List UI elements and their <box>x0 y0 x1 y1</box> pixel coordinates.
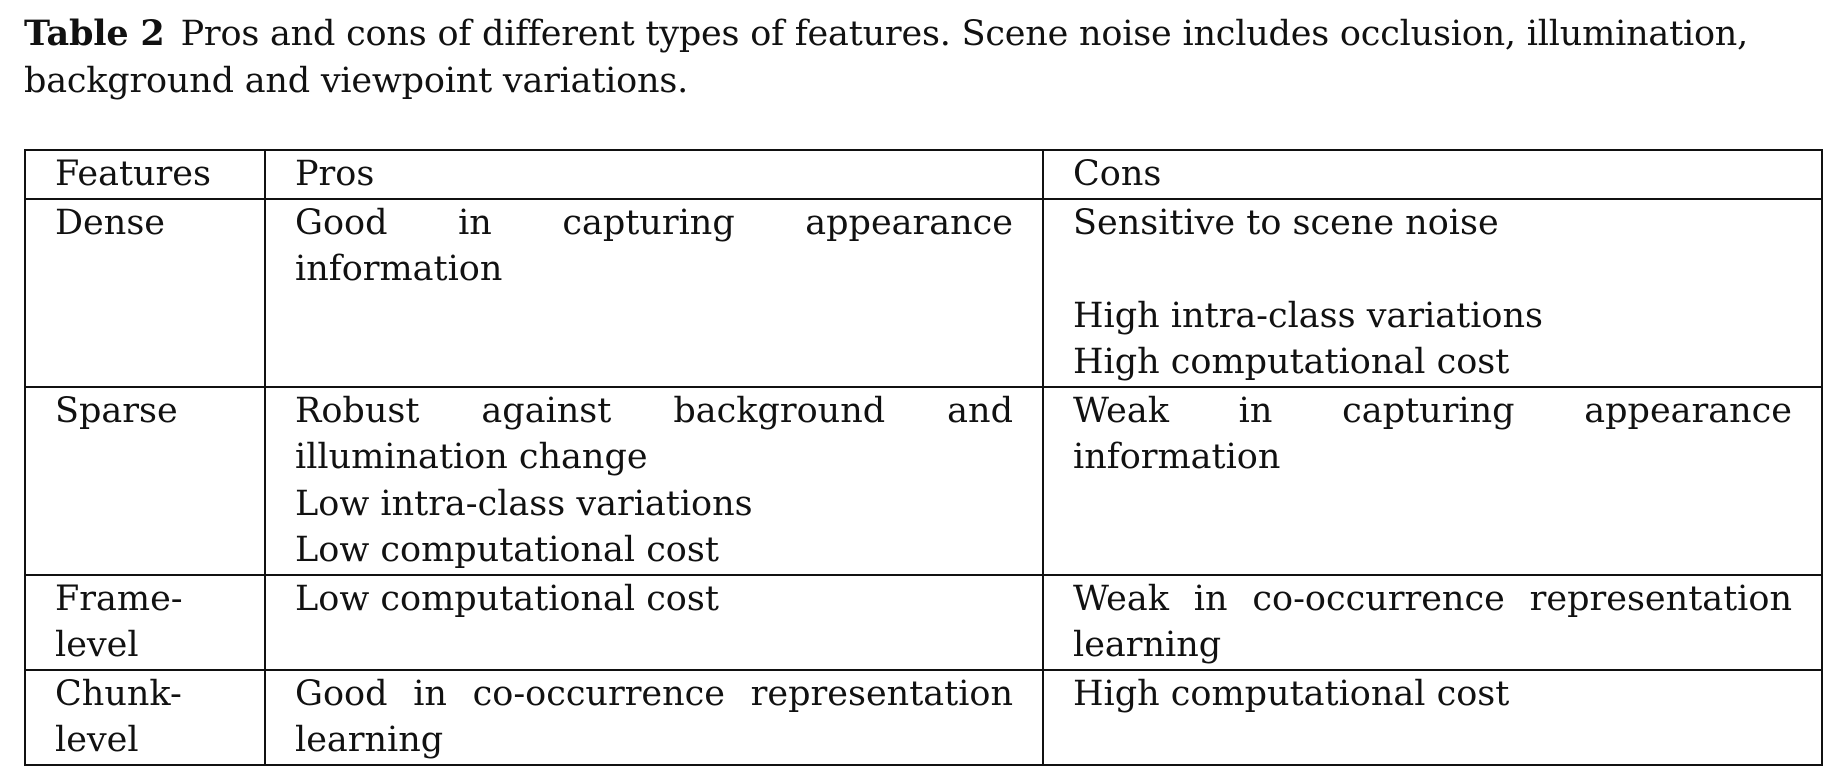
cons-item: Sensitive to scene noise <box>1073 202 1499 243</box>
pros-item: Low intra-class variations <box>295 483 753 524</box>
pros-cell: Robust against background and illuminati… <box>264 385 1044 576</box>
table-row: Sparse Robust against background and ill… <box>24 385 1823 576</box>
table-row: Dense Good in capturing appearance infor… <box>24 197 1823 388</box>
table-row: Chunk-level Good in co-occurrence repres… <box>24 668 1823 766</box>
table-label: Table 2 <box>24 13 165 54</box>
cons-cell: Weak in co-occurrence representation lea… <box>1042 573 1823 671</box>
feature-cell: Frame-level <box>24 573 266 671</box>
cell-spacer <box>1073 246 1792 293</box>
cons-cell: High computational cost <box>1042 668 1823 766</box>
pros-cell: Low computational cost <box>264 573 1044 671</box>
cons-item: Weak in co-occurrence representation lea… <box>1073 578 1792 666</box>
table-row: Frame-level Low computational cost Weak … <box>24 573 1823 671</box>
caption-text: Pros and cons of different types of feat… <box>24 14 1749 101</box>
header-cons: Cons <box>1042 149 1823 200</box>
header-pros: Pros <box>264 149 1044 200</box>
cons-item: Weak in capturing appearance information <box>1073 390 1792 478</box>
cons-cell: Sensitive to scene noise High intra-clas… <box>1042 197 1823 388</box>
pros-item: Low computational cost <box>295 578 719 619</box>
features-table: Features Pros Cons Dense Good in capturi… <box>24 149 1823 766</box>
cons-item: High computational cost <box>1073 342 1510 382</box>
cons-item: High computational cost <box>1073 673 1510 714</box>
pros-item: Robust against background and illuminati… <box>295 390 1013 478</box>
header-row: Features Pros Cons <box>24 149 1823 200</box>
feature-cell: Sparse <box>24 385 266 576</box>
header-features: Features <box>24 149 266 200</box>
feature-cell: Chunk-level <box>24 668 266 766</box>
pros-item: Low computational cost <box>295 530 719 570</box>
cons-item: High intra-class variations <box>1073 295 1543 336</box>
cons-cell: Weak in capturing appearance information <box>1042 385 1823 576</box>
pros-cell: Good in capturing appearance information <box>264 197 1044 388</box>
feature-cell: Dense <box>24 197 266 388</box>
pros-cell: Good in co-occurrence representation lea… <box>264 668 1044 766</box>
pros-item: Good in capturing appearance information <box>295 202 1013 290</box>
pros-item: Good in co-occurrence representation lea… <box>295 673 1013 761</box>
